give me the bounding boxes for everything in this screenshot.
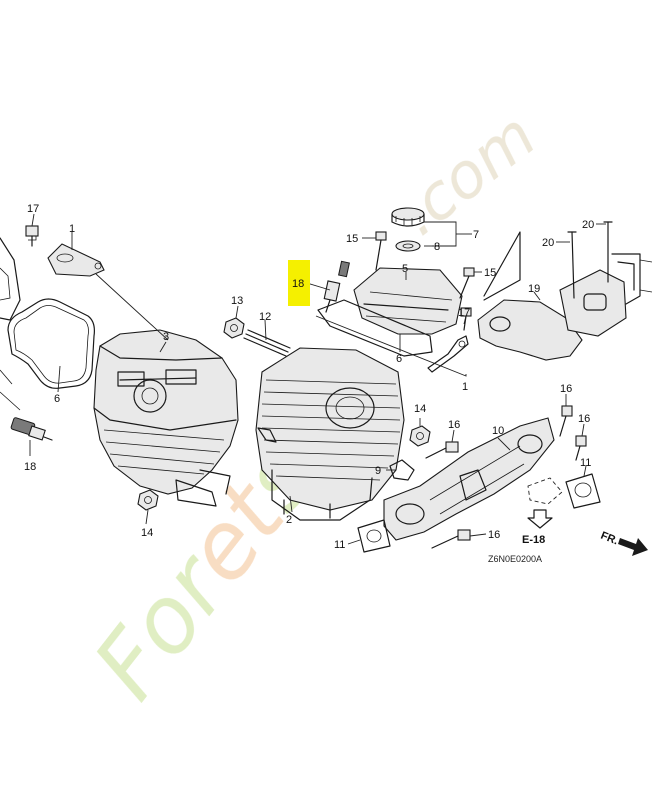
bolt-16-a	[425, 441, 459, 459]
gasket-9	[389, 459, 415, 481]
bolt-16-c	[575, 435, 587, 461]
callout-18-highlighted: 18	[292, 278, 304, 290]
reference-label: E-18	[522, 534, 545, 546]
callout-15-b: 15	[484, 267, 496, 279]
callout-16-b: 16	[560, 383, 572, 395]
callout-9: 9	[375, 465, 381, 477]
callout-6-center: 6	[396, 353, 402, 365]
bolt-15-b	[459, 267, 475, 299]
callout-1-left: 1	[69, 223, 75, 235]
front-direction-marker: FR.	[599, 530, 648, 556]
direction-label: FR.	[599, 530, 620, 548]
stud-12	[243, 329, 291, 357]
bracket-1-right	[427, 335, 469, 373]
reference-dashed-outline	[527, 477, 563, 505]
callout-11-lower: 11	[334, 539, 345, 551]
insulator-11-right	[565, 473, 601, 509]
spark-plug-18-highlighted	[323, 260, 350, 313]
callout-14-left: 14	[141, 527, 153, 539]
rocker-cover	[317, 267, 463, 357]
cylinder-head	[93, 329, 239, 507]
callout-14-right: 14	[414, 403, 426, 415]
spark-plug-18-left	[10, 417, 53, 441]
callout-labels: 17 1 13 12 3 6 18 14 2 15 18 8 7 5 15 6 …	[24, 203, 594, 551]
callout-15-a: 15	[346, 233, 358, 245]
callout-20-a: 20	[542, 237, 554, 249]
callout-12: 12	[259, 311, 271, 323]
callout-3: 3	[163, 331, 169, 343]
seal-8	[395, 240, 421, 252]
callout-1-right: 1	[462, 381, 468, 393]
bolt-17-left	[25, 225, 39, 247]
intake-pipe	[383, 417, 555, 541]
diagram-code: Z6N0E0200A	[488, 554, 542, 564]
head-cover-gasket	[7, 298, 95, 389]
bolt-16-b	[559, 405, 573, 437]
callout-19: 19	[528, 283, 540, 295]
callout-6-left: 6	[54, 393, 60, 405]
callout-8: 8	[434, 241, 440, 253]
bolt-16-d	[431, 529, 471, 549]
callout-11-right: 11	[580, 457, 591, 469]
callout-16-c: 16	[578, 413, 590, 425]
callout-17-left: 17	[27, 203, 39, 215]
nut-14-left	[137, 489, 159, 511]
head-cover-group	[0, 237, 95, 411]
nut-13	[223, 317, 245, 339]
callout-2: 2	[286, 514, 292, 526]
oil-cap-7	[391, 207, 425, 227]
callout-10: 10	[492, 425, 504, 437]
stud-20-b	[603, 221, 613, 283]
intake-manifold	[477, 231, 652, 361]
bolt-15-a	[375, 231, 387, 271]
cylinder-block	[255, 347, 405, 521]
stud-20-a	[567, 231, 577, 299]
callout-17-right: 17	[458, 307, 470, 319]
callout-20-b: 20	[582, 219, 594, 231]
callout-16-d: 16	[488, 529, 500, 541]
highlight-box	[288, 260, 310, 306]
reference-arrow	[527, 509, 553, 529]
nut-14-right	[409, 425, 431, 447]
bracket-1-left	[47, 243, 105, 277]
head-cover-left-edge	[0, 237, 21, 321]
callout-5: 5	[402, 263, 408, 275]
insulator-11-lower	[357, 519, 391, 553]
watermark-suffix: .com	[384, 99, 549, 250]
callout-18-left: 18	[24, 461, 36, 473]
leader-lines	[29, 213, 606, 545]
callout-16-a: 16	[448, 419, 460, 431]
callout-7: 7	[473, 229, 479, 241]
front-arrow-icon	[618, 538, 648, 556]
callout-13: 13	[231, 295, 243, 307]
